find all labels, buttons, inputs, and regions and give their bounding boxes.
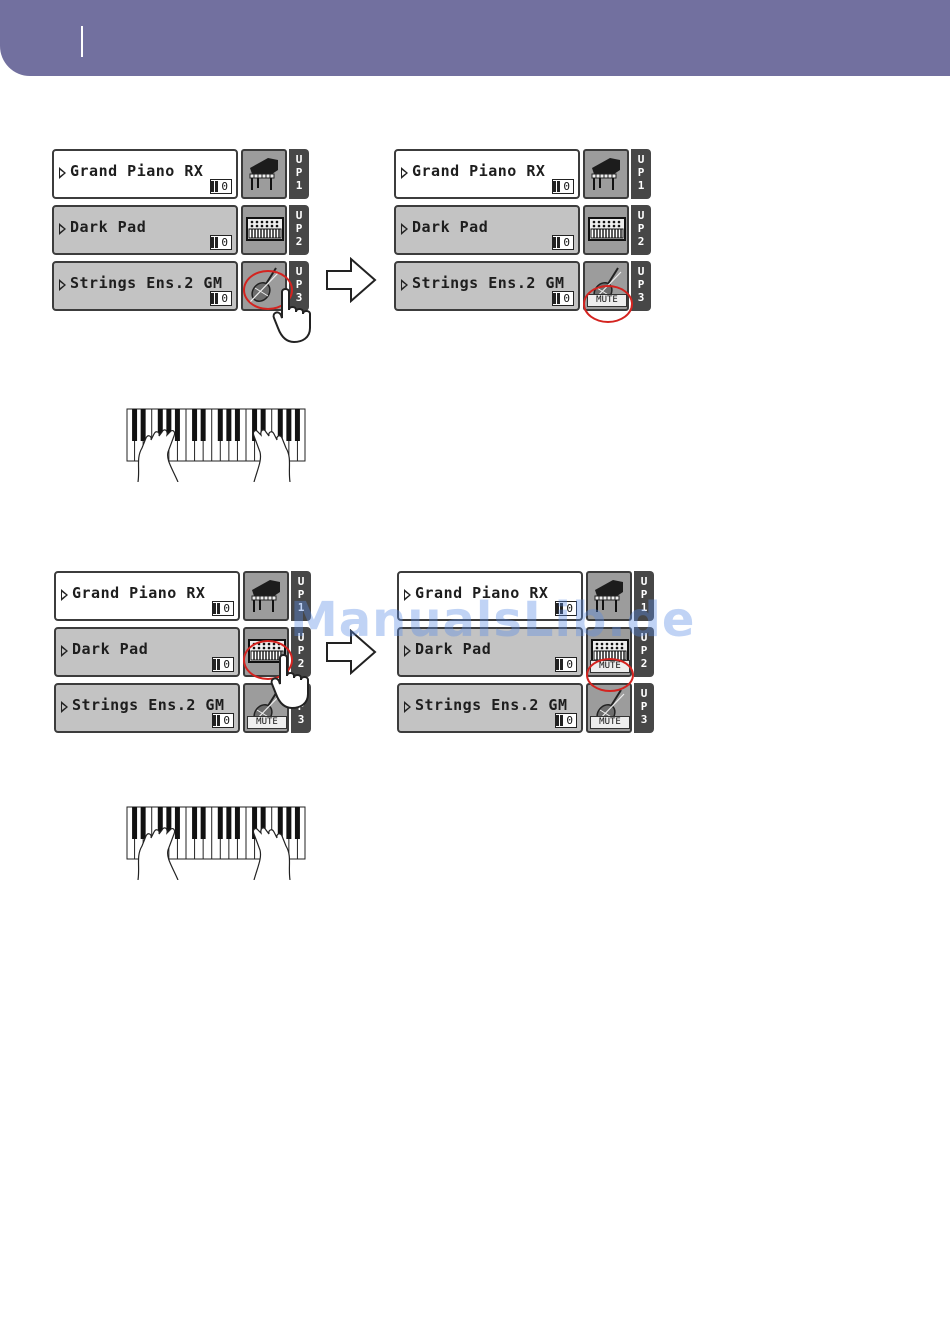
track-name-label: Dark Pad: [70, 218, 146, 236]
track-name-label: Grand Piano RX: [70, 162, 203, 180]
keyboard-hands-illustration: [126, 806, 306, 880]
play-triangle-icon: [59, 279, 66, 291]
track-name-label: Strings Ens.2 GM: [415, 696, 568, 714]
octave-value: 0: [560, 293, 573, 304]
keyboard-key-icon: [556, 659, 563, 670]
octave-value: 0: [218, 293, 231, 304]
track-name-label: Strings Ens.2 GM: [70, 274, 223, 292]
header-divider-mark: [81, 26, 83, 57]
keyboard-hands-illustration: [126, 408, 306, 482]
watermark: ManualsLib.de: [290, 592, 695, 648]
track-name-label: Dark Pad: [412, 218, 488, 236]
octave-indicator: 0: [210, 235, 232, 250]
synth-keyboard-icon-button[interactable]: [241, 205, 287, 255]
keyboard-key-icon: [213, 659, 220, 670]
mute-highlight-circle: [586, 658, 634, 692]
octave-indicator: 0: [555, 657, 577, 672]
octave-value: 0: [560, 181, 573, 192]
octave-indicator: 0: [210, 291, 232, 306]
track-name-label: Strings Ens.2 GM: [412, 274, 565, 292]
play-triangle-icon: [59, 223, 66, 235]
keyboard-key-icon: [553, 293, 560, 304]
octave-indicator: 0: [552, 235, 574, 250]
play-triangle-icon: [401, 279, 408, 291]
play-triangle-icon: [59, 167, 66, 179]
octave-value: 0: [218, 237, 231, 248]
track-row: Grand Piano RX 0 UP1: [52, 149, 310, 201]
octave-value: 0: [563, 659, 576, 670]
piano-icon-button[interactable]: [241, 149, 287, 199]
synth-keyboard-icon-button[interactable]: [583, 205, 629, 255]
octave-indicator: 0: [210, 179, 232, 194]
keyboard-key-icon: [211, 293, 218, 304]
octave-value: 0: [220, 659, 233, 670]
keyboard-key-icon: [213, 603, 220, 614]
keyboard-key-icon: [553, 237, 560, 248]
octave-indicator: 0: [212, 713, 234, 728]
track-row: Dark Pad 0 UP2: [394, 205, 652, 257]
mute-badge: MUTE: [247, 716, 287, 729]
play-triangle-icon: [401, 223, 408, 235]
track-name-button[interactable]: Grand Piano RX 0: [54, 571, 240, 621]
octave-value: 0: [220, 715, 233, 726]
play-triangle-icon: [61, 589, 68, 601]
track-name-label: Strings Ens.2 GM: [72, 696, 225, 714]
octave-value: 0: [220, 603, 233, 614]
octave-indicator: 0: [552, 179, 574, 194]
octave-indicator: 0: [552, 291, 574, 306]
piano-icon-button[interactable]: [243, 571, 289, 621]
pointing-hand-icon: [272, 288, 318, 344]
octave-indicator: 0: [212, 601, 234, 616]
track-name-label: Dark Pad: [72, 640, 148, 658]
play-triangle-icon: [61, 701, 68, 713]
right-arrow-icon: [325, 257, 377, 303]
play-triangle-icon: [401, 167, 408, 179]
track-name-button[interactable]: Dark Pad 0: [394, 205, 580, 255]
octave-indicator: 0: [212, 657, 234, 672]
page-header-band: [0, 0, 950, 76]
keyboard-key-icon: [211, 237, 218, 248]
piano-icon-button[interactable]: [583, 149, 629, 199]
pointing-hand-icon: [270, 654, 316, 710]
octave-value: 0: [218, 181, 231, 192]
track-name-label: Grand Piano RX: [72, 584, 205, 602]
octave-value: 0: [563, 715, 576, 726]
track-name-button[interactable]: Grand Piano RX 0: [52, 149, 238, 199]
track-name-button[interactable]: Grand Piano RX 0: [394, 149, 580, 199]
track-name-label: Grand Piano RX: [412, 162, 545, 180]
mute-highlight-circle: [583, 285, 633, 323]
play-triangle-icon: [61, 645, 68, 657]
keyboard-key-icon: [213, 715, 220, 726]
octave-indicator: 0: [555, 713, 577, 728]
keyboard-key-icon: [211, 181, 218, 192]
octave-value: 0: [560, 237, 573, 248]
keyboard-key-icon: [556, 715, 563, 726]
keyboard-key-icon: [553, 181, 560, 192]
mute-badge: MUTE: [590, 716, 630, 729]
play-triangle-icon: [404, 701, 411, 713]
track-name-button[interactable]: Dark Pad 0: [54, 627, 240, 677]
track-name-button[interactable]: Dark Pad 0: [52, 205, 238, 255]
